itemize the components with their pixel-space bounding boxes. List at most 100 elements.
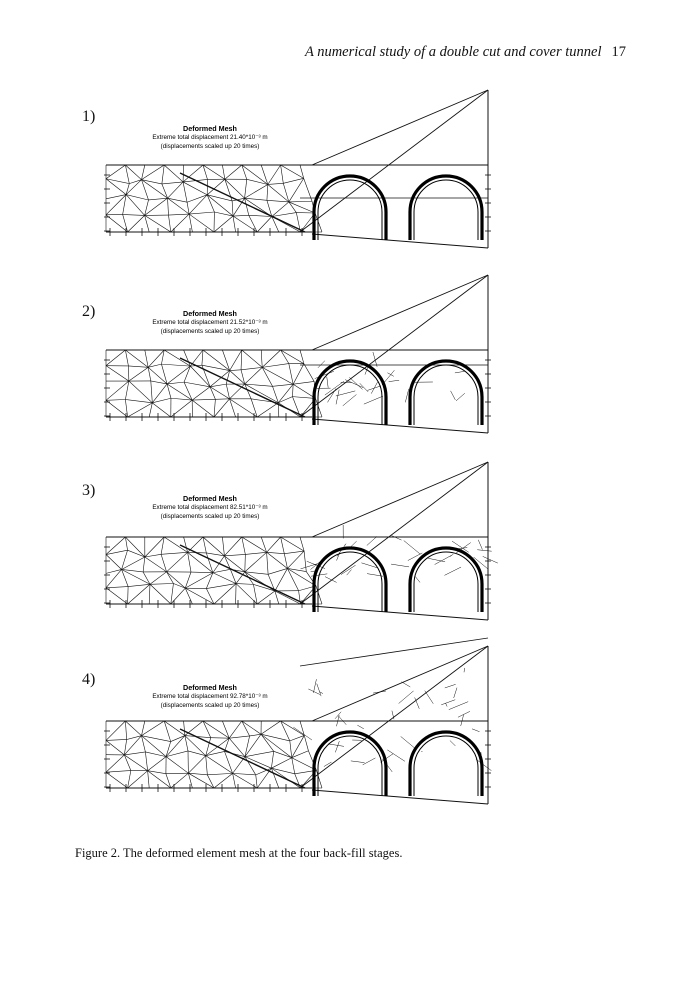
fill-mesh-edge [300, 563, 318, 570]
mesh-edge [124, 754, 148, 771]
mesh-edge [213, 399, 216, 418]
mesh-edge [260, 734, 274, 752]
fill-mesh-edge [328, 743, 344, 747]
mesh-edge [183, 366, 191, 383]
mesh-edge [253, 584, 258, 605]
fill-mesh-edge [391, 710, 395, 720]
mesh-panel-4: 4) Deformed Mesh Extreme total displacem… [0, 636, 700, 816]
mesh-edge [244, 756, 257, 776]
mesh-edge [164, 536, 188, 553]
mesh-edge [241, 349, 263, 368]
mesh-edge [147, 770, 150, 789]
mesh-title: Deformed Mesh [183, 309, 237, 318]
mesh-edge [260, 733, 290, 742]
mesh-scale-note: (displacements scaled up 20 times) [160, 143, 260, 150]
mesh-edge [249, 733, 262, 737]
mesh-edge [241, 164, 248, 180]
mesh-edge [232, 773, 236, 789]
mesh-edge [105, 770, 131, 773]
mesh-edge [144, 199, 149, 216]
mesh-edge [262, 349, 281, 368]
mesh-edge [278, 384, 294, 403]
mesh-edge [142, 556, 146, 573]
mesh-edge [303, 735, 309, 751]
mesh-edge [165, 735, 186, 757]
fill-mesh-edge [391, 535, 402, 541]
fill-mesh-edge [346, 569, 352, 576]
mesh-edge [230, 569, 237, 584]
mesh-edge [225, 370, 230, 385]
mesh-edge [209, 386, 216, 400]
mesh-edge [191, 399, 215, 418]
mesh-edge [121, 550, 128, 570]
fill-mesh-edge [363, 395, 384, 405]
mesh-edge [232, 197, 245, 202]
mesh-edge [163, 720, 171, 742]
tunnel-arch [312, 174, 388, 240]
mesh-edge [122, 214, 145, 216]
mesh-edge [271, 201, 290, 217]
mesh-edge [105, 214, 128, 233]
mesh-edge [192, 398, 216, 401]
mesh-edge [170, 587, 186, 605]
mesh-edge [125, 349, 129, 366]
tunnel-arch-inner [317, 551, 383, 612]
deformed-mesh-drawing [104, 637, 492, 805]
mesh-edge [257, 590, 276, 605]
mesh-displacement: Extreme total displacement 21.40*10⁻³ m [152, 134, 268, 141]
mesh-edge [212, 568, 231, 574]
mesh-edge [105, 194, 127, 216]
mesh-edge [288, 201, 316, 214]
mesh-edge [147, 770, 166, 775]
tunnel-arch-inner [413, 364, 479, 425]
mesh-edge [262, 363, 289, 368]
mesh-edge [213, 398, 230, 418]
mesh-edge [288, 178, 304, 203]
mesh-edge [241, 367, 263, 371]
mesh-edge [213, 583, 237, 605]
fill-mesh-edge [367, 573, 384, 577]
mesh-edge [244, 751, 274, 757]
fill-mesh-edge [448, 701, 469, 710]
mesh-edge [206, 588, 215, 605]
mesh-edge [125, 179, 142, 195]
mesh-edge [105, 586, 129, 589]
fill-mesh-edge [400, 736, 417, 750]
fill-mesh-edge [401, 681, 411, 688]
mesh-edge [274, 590, 301, 605]
mesh-edge [202, 720, 212, 738]
fill-mesh-edge [477, 549, 492, 552]
mesh-edge [191, 571, 213, 574]
mesh-edge [284, 553, 288, 569]
mesh-edge [187, 552, 192, 573]
mesh-edge [232, 773, 258, 789]
fill-mesh-edge [391, 563, 410, 568]
mesh-edge [206, 552, 214, 573]
mesh-edge [291, 735, 305, 758]
mesh-edge [202, 536, 225, 557]
mesh-edge [142, 571, 151, 585]
mesh-edge [266, 199, 289, 203]
tunnel-arch-inner [413, 179, 479, 240]
mesh-edge [141, 735, 167, 757]
mesh-edge [121, 569, 129, 587]
fill-mesh-edge [475, 758, 492, 771]
mesh-edge [292, 363, 305, 385]
mesh-edge [160, 536, 165, 555]
mesh-edge [202, 720, 230, 739]
mesh-edge [105, 739, 127, 741]
mesh-edge [187, 552, 214, 573]
fill-mesh-edge [308, 688, 320, 695]
mesh-edge [267, 574, 276, 592]
mesh-edge [267, 183, 284, 185]
mesh-scale-note: (displacements scaled up 20 times) [160, 702, 260, 709]
mesh-edge [206, 178, 226, 196]
mesh-edge [147, 367, 168, 385]
mesh-edge [202, 536, 207, 553]
mesh-edge [105, 536, 126, 555]
mesh-edge [141, 164, 165, 180]
mesh-edge [273, 751, 292, 758]
mesh-edge [253, 584, 275, 592]
mesh-edge [209, 370, 230, 388]
mesh-edge [232, 215, 249, 217]
